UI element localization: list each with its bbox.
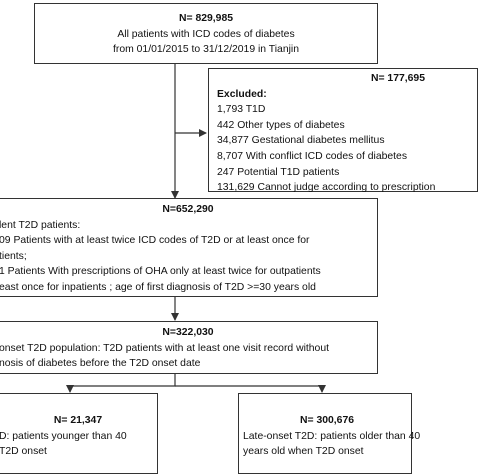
prevalent-line-2: 09 Patients with at least twice ICD code… [0, 235, 310, 247]
late-onset-box: N= 300,676 Late-onset T2D: patients olde… [238, 393, 421, 474]
late-count: N= 300,676 [299, 415, 355, 426]
all-patients-line-2: from 01/01/2015 to 31/12/2019 in Tianjin [112, 44, 299, 56]
prevalent-line-1: lent T2D patients: [0, 219, 81, 231]
prevalent-line-5: east once for inpatients ; age of first … [0, 281, 316, 293]
all-patients-box: N= 829,985 All patients with ICD codes o… [34, 3, 378, 64]
prevalent-t2d-box: N=652,290 lent T2D patients: 09 Patients… [0, 198, 378, 297]
late-line-1: Late-onset T2D: patients older than 40 [243, 430, 421, 442]
excluded-line-5: 247 Potential T1D patients [217, 166, 340, 178]
early-line-1: D: patients younger than 40 [0, 430, 127, 442]
excluded-heading: Excluded: [217, 88, 267, 100]
early-onset-box: N= 21,347 D: patients younger than 40 T2… [0, 393, 158, 474]
excluded-line-4: 8,707 With conflict ICD codes of diabete… [217, 150, 408, 162]
early-line-2: T2D onset [0, 446, 47, 458]
onset-t2d-box: N=322,030 onset T2D population: T2D pati… [0, 321, 378, 374]
all-patients-line-1: All patients with ICD codes of diabetes [117, 28, 295, 40]
connector-split [66, 374, 176, 393]
early-count: N= 21,347 [53, 415, 103, 426]
prevalent-line-3: tients; [0, 250, 27, 262]
excluded-line-1: 1,793 T1D [217, 104, 266, 116]
all-patients-count: N= 829,985 [178, 13, 234, 24]
onset-line-1: onset T2D population: T2D patients with … [0, 342, 329, 354]
onset-line-2: nosis of diabetes before the T2D onset d… [0, 358, 201, 370]
prevalent-count: N=652,290 [162, 204, 214, 215]
late-line-2: years old when T2D onset [243, 446, 364, 458]
excluded-box: N= 177,695 Excluded: 1,793 T1D 442 Other… [208, 68, 478, 193]
prevalent-line-4: 1 Patients With prescriptions of OHA onl… [0, 266, 321, 278]
connector-split-right [175, 385, 326, 393]
onset-count: N=322,030 [162, 327, 214, 338]
excluded-line-6: 131,629 Cannot judge according to prescr… [217, 182, 436, 194]
excluded-line-2: 442 Other types of diabetes [217, 119, 345, 131]
excluded-line-3: 34,877 Gestational diabetes mellitus [217, 135, 385, 147]
excluded-count: N= 177,695 [370, 73, 425, 84]
